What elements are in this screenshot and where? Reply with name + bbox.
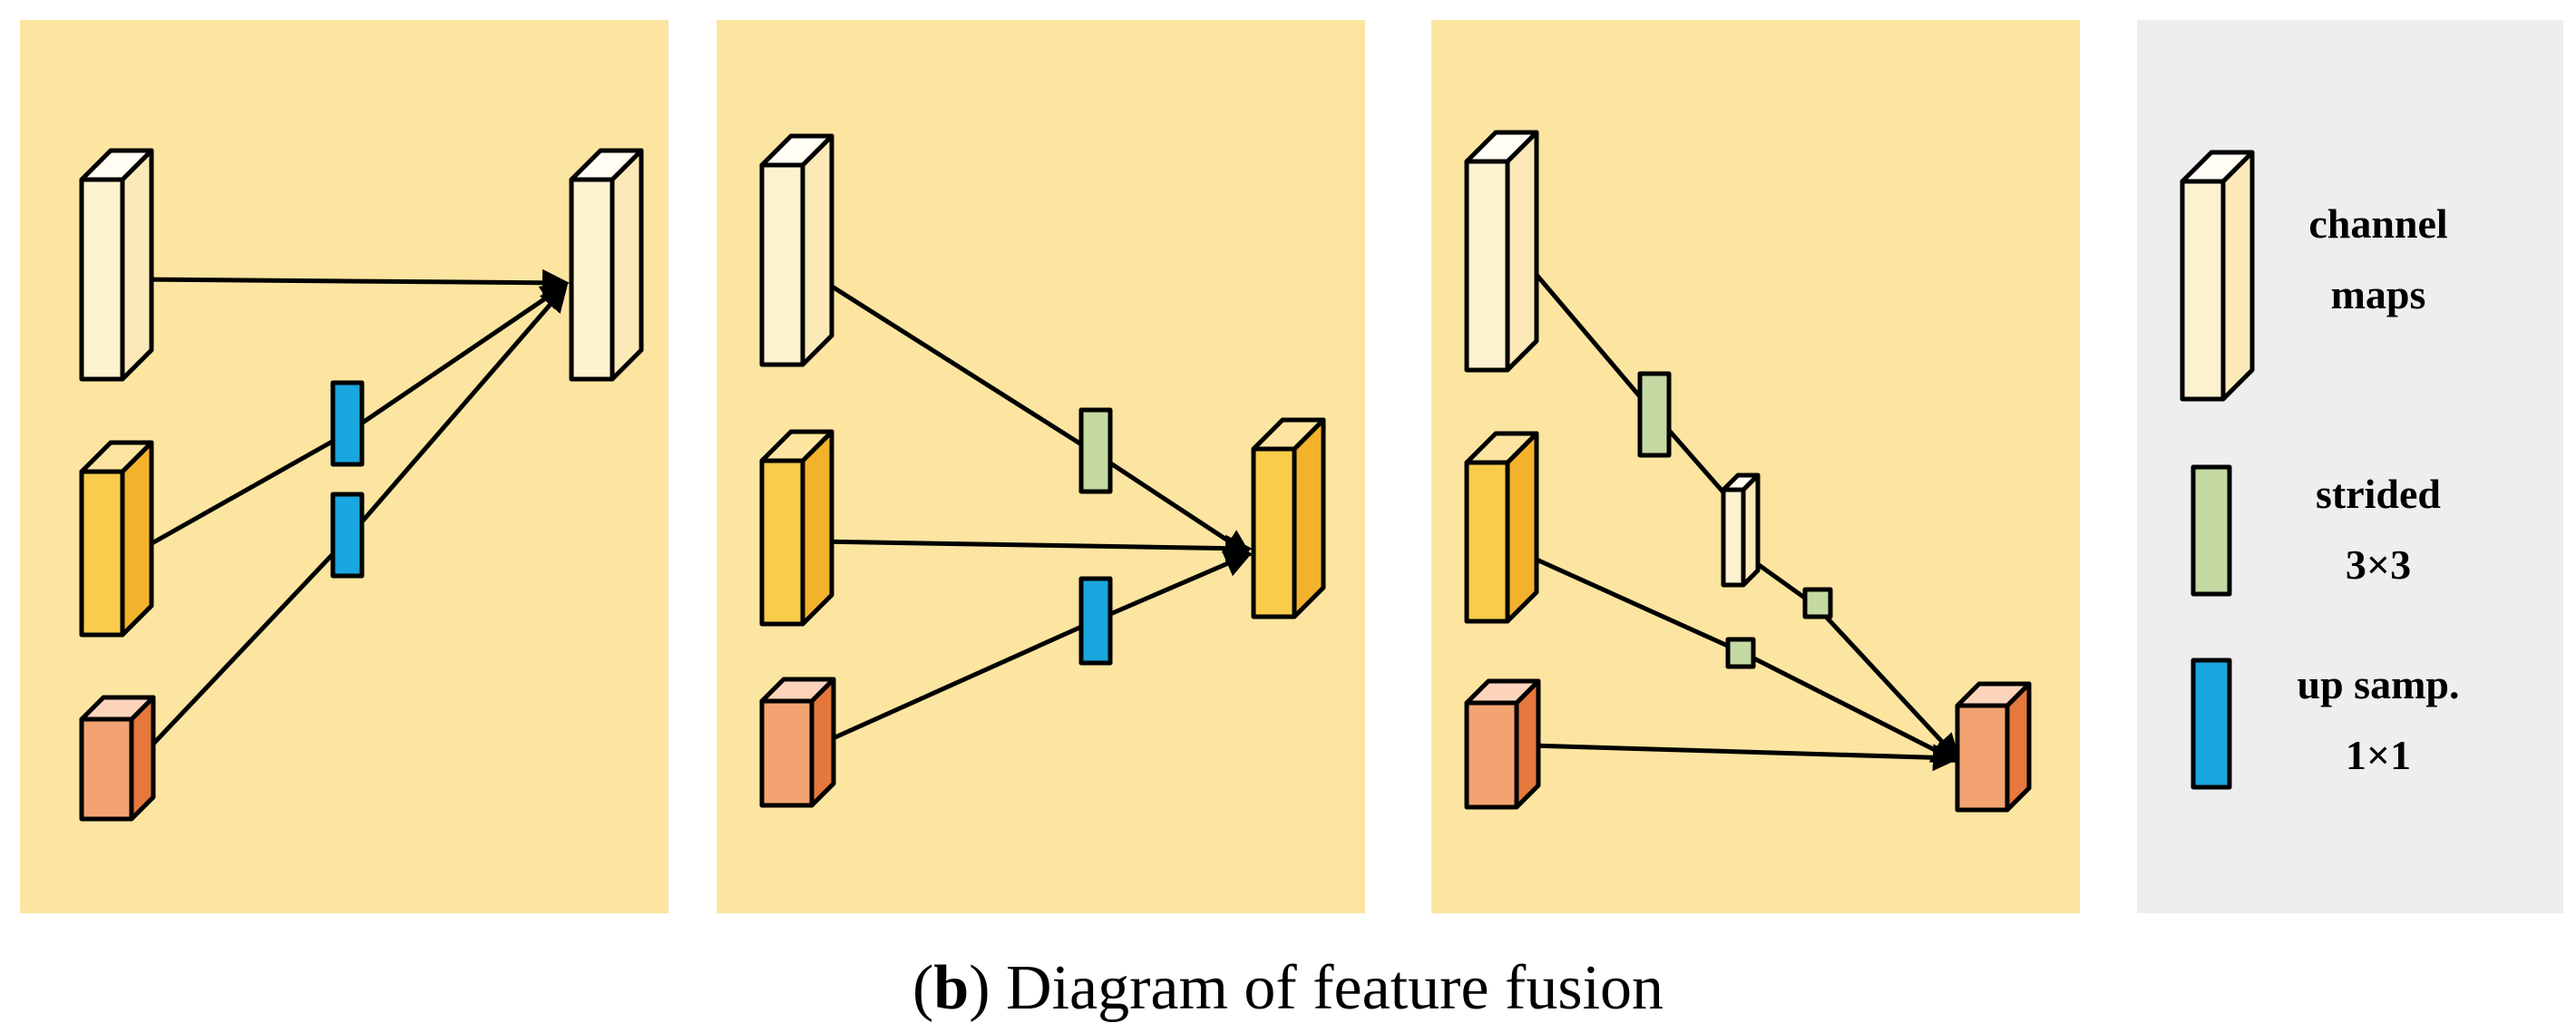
connector-arrow [1095,551,1253,623]
caption-label: b [933,953,969,1023]
connector-arrow [135,268,570,297]
channel-map-output-white [569,148,644,382]
connector-line [1525,552,1742,654]
connector-arrow [1094,451,1253,557]
channel-map-input-orange [79,695,156,822]
legend-strided-line1: strided [2316,471,2441,517]
legend-up-samp-line1: up samp. [2298,661,2460,707]
channel-map-output-orange [1955,681,2032,813]
strided-block [1802,587,1833,619]
figure-caption: (b) Diagram of feature fusion [912,953,1664,1023]
channel-map-intermediate-white [1721,473,1761,588]
up-samp-block [1078,576,1113,666]
connector-line [1525,261,1655,414]
connector-arrow [345,284,568,541]
channel-map-input-white [79,148,154,382]
strided-block [1725,637,1756,669]
legend-up-samp-line2: 1×1 [2346,732,2411,778]
channel-map-input-yellow [759,429,834,627]
channel-map-input-yellow [1464,431,1539,624]
panel-1 [79,148,644,822]
channel-map-output-yellow [1251,417,1326,619]
connector-line [815,274,1098,456]
up-samp-block [330,492,365,579]
channel-map-input-orange [759,677,836,808]
legend-channel-maps-line1: channel [2308,200,2447,247]
panel-3 [1464,130,2032,813]
channel-map-input-white [759,133,834,367]
channel-map-input-yellow [79,440,154,638]
legend-up-samp-icon [2191,658,2232,790]
channel-map-input-orange [1464,678,1541,810]
panel-2 [759,133,1326,808]
strided-block [1078,407,1113,494]
caption-open-paren: ( [912,953,933,1023]
up-samp-block [330,380,365,467]
connector-arrow [815,534,1253,562]
connector-arrow [1530,743,1960,772]
caption-text: Diagram of feature fusion [1006,953,1664,1023]
connector-line [132,431,348,556]
channel-map-input-white [1464,130,1539,373]
legend: channel maps strided 3×3 up samp. 1×1 [2180,150,2460,790]
connector-line [139,538,348,759]
caption-close-paren: ) [969,953,1006,1023]
connector-arrow [1738,648,1960,763]
legend-channel-maps-icon [2180,150,2255,402]
connector-arrow [345,282,569,436]
strided-block [1637,371,1672,458]
legend-strided-line2: 3×3 [2346,541,2411,588]
legend-channel-maps-line2: maps [2331,271,2426,317]
legend-strided-icon [2191,464,2232,597]
connector-line [819,618,1098,746]
connector-arrow [1814,604,1961,762]
